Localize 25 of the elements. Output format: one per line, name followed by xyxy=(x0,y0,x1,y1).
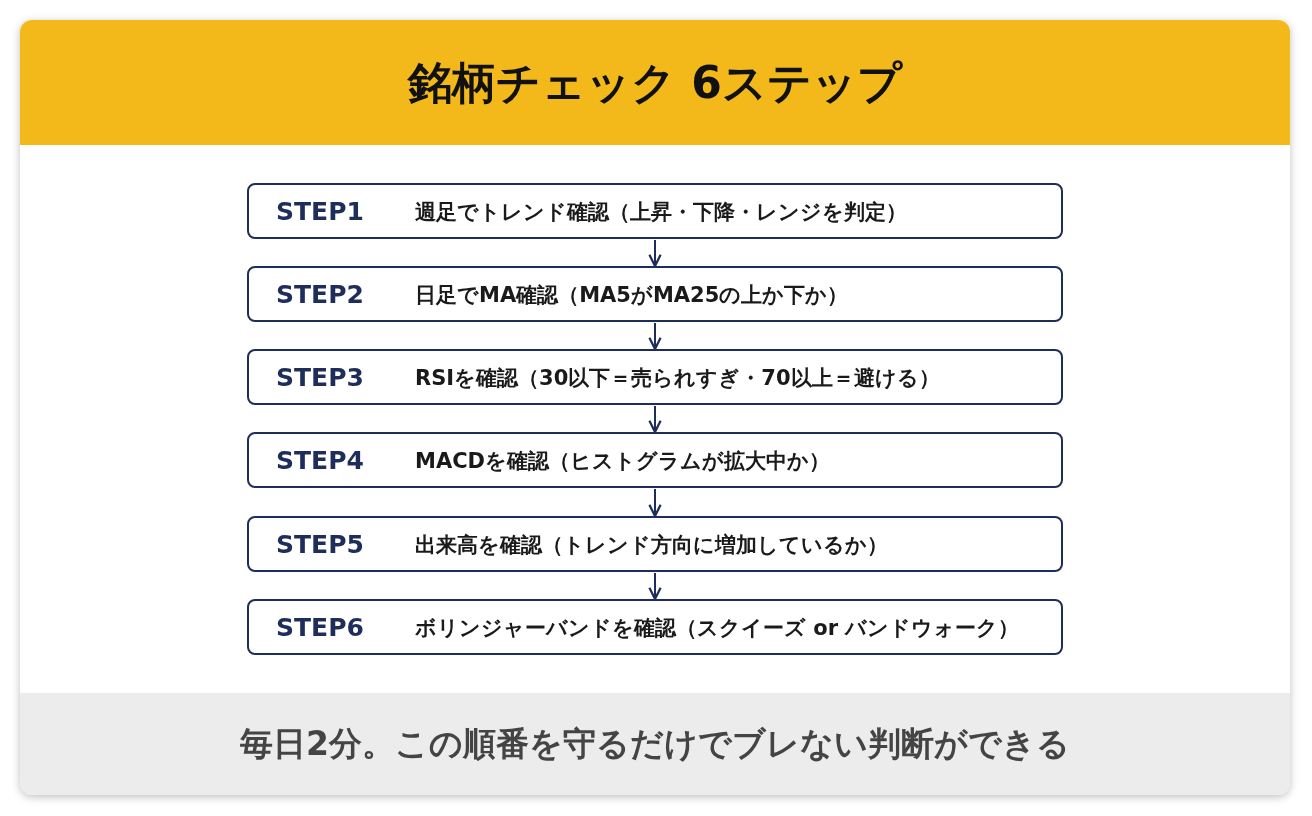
step-box xyxy=(247,432,1063,488)
step-label: STEP5 xyxy=(276,530,364,560)
step-label: STEP4 xyxy=(276,446,364,476)
arrow xyxy=(648,572,662,601)
step-description: 出来高を確認（トレンド方向に増加しているか） xyxy=(415,532,888,558)
arrow xyxy=(648,239,662,268)
step-label: STEP6 xyxy=(276,613,364,643)
step-box xyxy=(247,183,1063,239)
step-label: STEP2 xyxy=(276,280,364,310)
step-description: 日足でMA確認（MA5がMA25の上か下か） xyxy=(415,282,849,308)
step-description: RSIを確認（30以下＝売られすぎ・70以上＝避ける） xyxy=(415,365,940,391)
step-box xyxy=(247,599,1063,655)
step-description: 週足でトレンド確認（上昇・下降・レンジを判定） xyxy=(415,199,907,225)
arrow xyxy=(648,405,662,434)
step-box xyxy=(247,266,1063,322)
title: 銘柄チェック 6ステップ xyxy=(406,56,904,110)
step-description: MACDを確認（ヒストグラムが拡大中か） xyxy=(415,448,830,474)
step-description: ボリンジャーバンドを確認（スクイーズ or バンドウォーク） xyxy=(415,615,1020,641)
arrow xyxy=(648,488,662,518)
arrow xyxy=(648,322,662,351)
step-box xyxy=(247,349,1063,405)
caption: 毎日2分。この順番を守るだけでブレない判断ができる xyxy=(239,723,1071,765)
step-label: STEP1 xyxy=(276,197,364,227)
step-label: STEP3 xyxy=(276,363,364,393)
step-box xyxy=(247,516,1063,572)
